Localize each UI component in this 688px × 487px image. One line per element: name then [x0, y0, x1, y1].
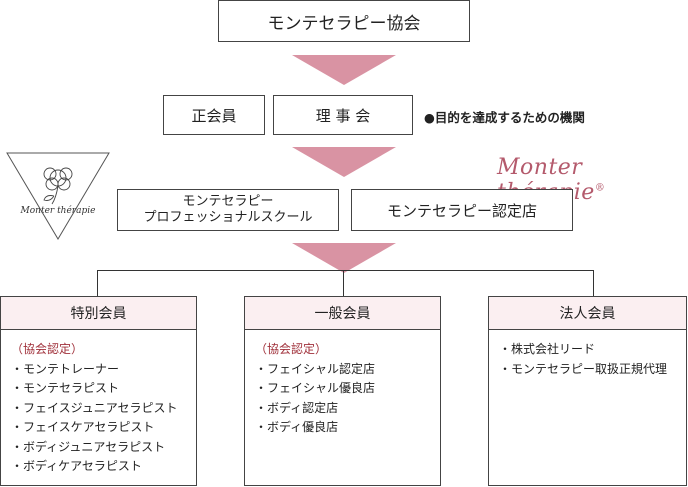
general-member-sub: （協会認定） [255, 342, 328, 356]
list-item: ・株式会社リード [499, 342, 596, 356]
general-member-title: 一般会員 [245, 297, 440, 330]
registered-mark: ® [594, 182, 606, 194]
list-item: ・フェイスケアセラピスト [11, 420, 155, 434]
down-arrow-1 [292, 55, 396, 85]
triangle-logo-text: Monter thérapie [20, 206, 96, 216]
connector-horizontal [97, 270, 594, 271]
connector-left [97, 270, 98, 296]
regular-member-box: 正会員 [163, 95, 265, 135]
list-item: ・モンテセラピー取扱正規代理 [499, 361, 668, 376]
school-box: モンテセラピー プロフェッショナルスクール [117, 189, 339, 231]
school-line-2: プロフェッショナルスクール [143, 210, 313, 225]
general-member-panel: 一般会員 （協会認定） ・フェイシャル認定店 ・フェイシャル優良店 ・ボディ認定… [244, 296, 441, 486]
corporate-member-title: 法人会員 [489, 297, 686, 330]
list-item: ・ボディジュニアセラピスト [11, 439, 166, 454]
school-line-1: モンテセラピー [182, 194, 274, 209]
down-arrow-3 [292, 243, 396, 273]
list-item: ・モンテトレーナー [11, 361, 120, 376]
association-title: モンテセラピー協会 [267, 13, 421, 34]
corporate-member-panel: 法人会員 ・株式会社リード ・モンテセラピー取扱正規代理 [488, 296, 687, 486]
list-item: ・ボディケアセラピスト [11, 459, 142, 473]
board-label: 理 事 会 [315, 106, 371, 125]
list-item: ・ボディ認定店 [255, 400, 339, 415]
purpose-note: ●目的を達成するための機関 [424, 110, 585, 125]
certified-store-label: モンテセラピー認定店 [386, 201, 537, 220]
board-box: 理 事 会 [273, 95, 413, 135]
connector-right [593, 270, 594, 296]
monter-therapie-triangle-logo [6, 152, 110, 240]
list-item: ・ボディ優良店 [255, 420, 339, 434]
special-member-sub: （協会認定） [11, 342, 84, 356]
list-item: ・フェイシャル優良店 [255, 381, 376, 395]
special-member-title: 特別会員 [1, 297, 196, 330]
association-title-box: モンテセラピー協会 [218, 0, 470, 42]
regular-member-label: 正会員 [191, 106, 237, 125]
list-item: ・フェイスジュニアセラピスト [11, 400, 178, 415]
list-item: ・フェイシャル認定店 [255, 361, 376, 376]
down-arrow-2 [292, 147, 396, 177]
list-item: ・モンテセラピスト [11, 381, 120, 395]
connector-center [343, 270, 344, 296]
certified-store-box: モンテセラピー認定店 [351, 189, 573, 231]
special-member-panel: 特別会員 （協会認定） ・モンテトレーナー ・モンテセラピスト ・フェイスジュニ… [0, 296, 197, 486]
